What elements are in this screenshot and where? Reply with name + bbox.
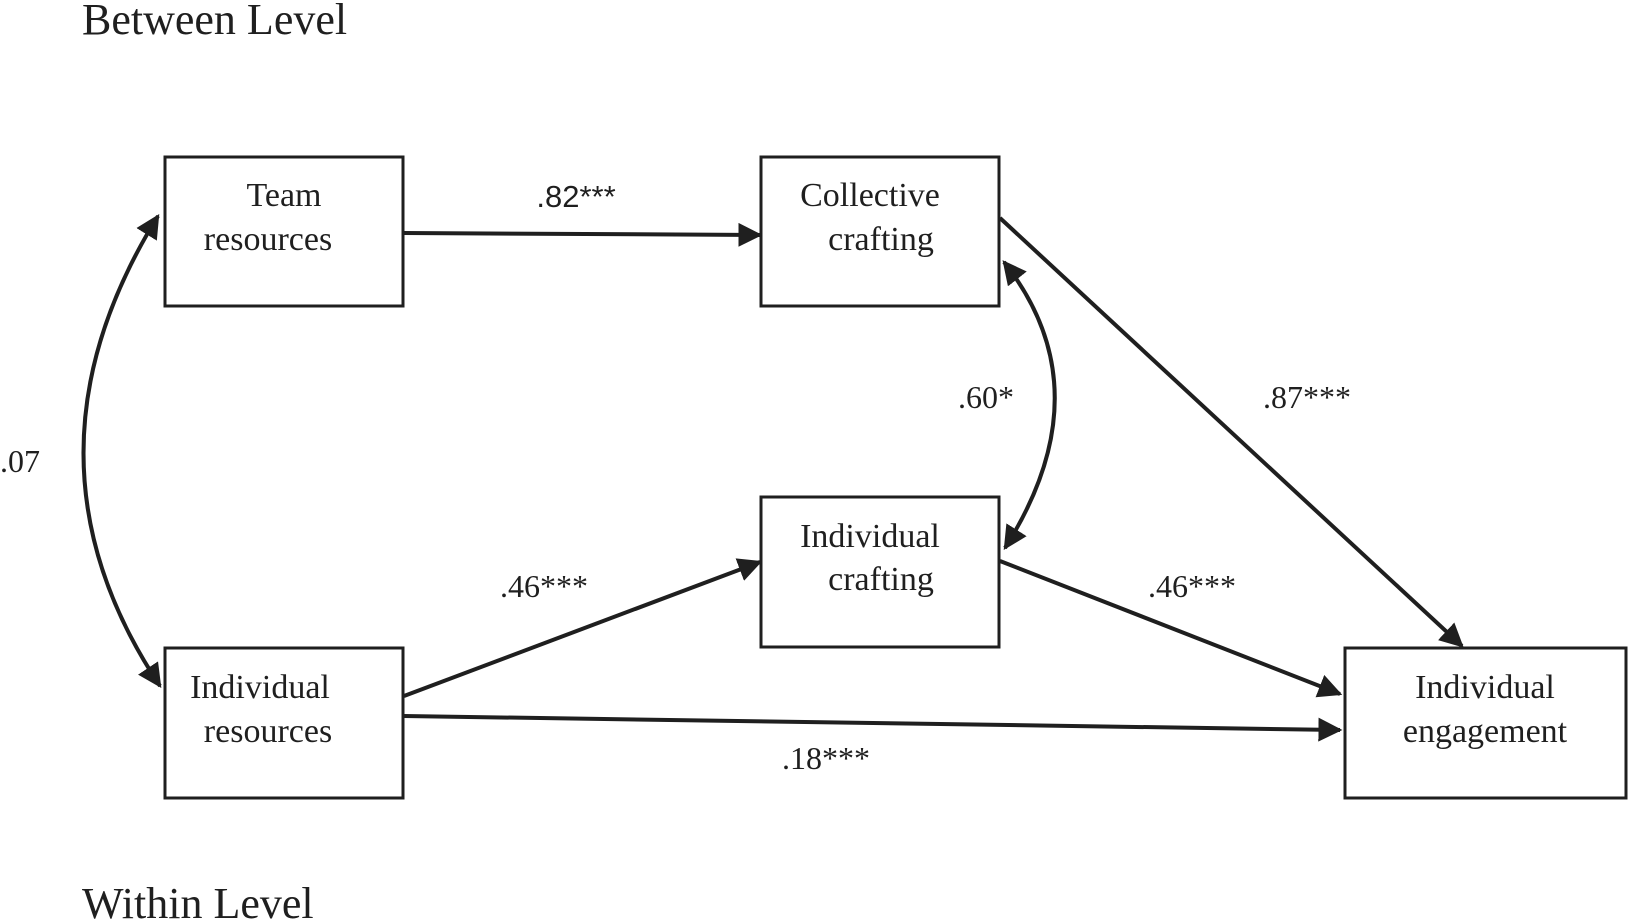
node-team-resources-line2: resources bbox=[204, 221, 332, 258]
within-level-label: Within Level bbox=[82, 879, 314, 924]
node-collective-crafting-line1: Collective bbox=[800, 177, 940, 214]
coef-team-individual-resources-cov: .07 bbox=[0, 443, 40, 479]
path-resources-to-individual-crafting bbox=[403, 558, 763, 698]
node-collective-crafting: Collective crafting bbox=[759, 155, 1001, 308]
node-team-resources-line1: Team bbox=[246, 177, 321, 214]
node-individual-engagement-line1: Individual bbox=[1415, 669, 1555, 706]
node-individual-engagement-line2: engagement bbox=[1403, 713, 1568, 750]
covariance-collective-individual-crafting bbox=[1002, 260, 1057, 551]
coef-resources-to-engagement: .18*** bbox=[782, 740, 870, 776]
coef-team-to-collective: .82*** bbox=[536, 179, 615, 214]
between-level-label: Between Level bbox=[82, 0, 347, 44]
path-team-to-collective bbox=[403, 222, 763, 247]
coef-collective-to-engagement: .87*** bbox=[1263, 379, 1351, 415]
coef-resources-to-individual-crafting: .46*** bbox=[500, 568, 588, 604]
path-collective-to-engagement bbox=[998, 216, 1464, 648]
node-individual-crafting-line1: Individual bbox=[800, 518, 940, 555]
path-resources-to-engagement bbox=[403, 714, 1343, 742]
path-individual-crafting-to-engagement bbox=[999, 559, 1343, 698]
node-individual-resources-line1: Individual bbox=[190, 669, 330, 706]
node-individual-resources: Individual resources bbox=[163, 646, 405, 800]
coef-individual-crafting-to-engagement: .46*** bbox=[1148, 568, 1236, 604]
node-individual-resources-line2: resources bbox=[204, 713, 332, 750]
node-individual-crafting-line2: crafting bbox=[828, 561, 934, 598]
coef-collective-individual-crafting-cov: .60* bbox=[958, 379, 1014, 415]
node-team-resources: Team resources bbox=[163, 155, 405, 308]
node-individual-crafting: Individual crafting bbox=[759, 495, 1001, 649]
node-individual-engagement: Individual engagement bbox=[1343, 646, 1628, 800]
node-collective-crafting-line2: crafting bbox=[828, 221, 934, 258]
covariance-team-individual-resources bbox=[81, 213, 162, 688]
